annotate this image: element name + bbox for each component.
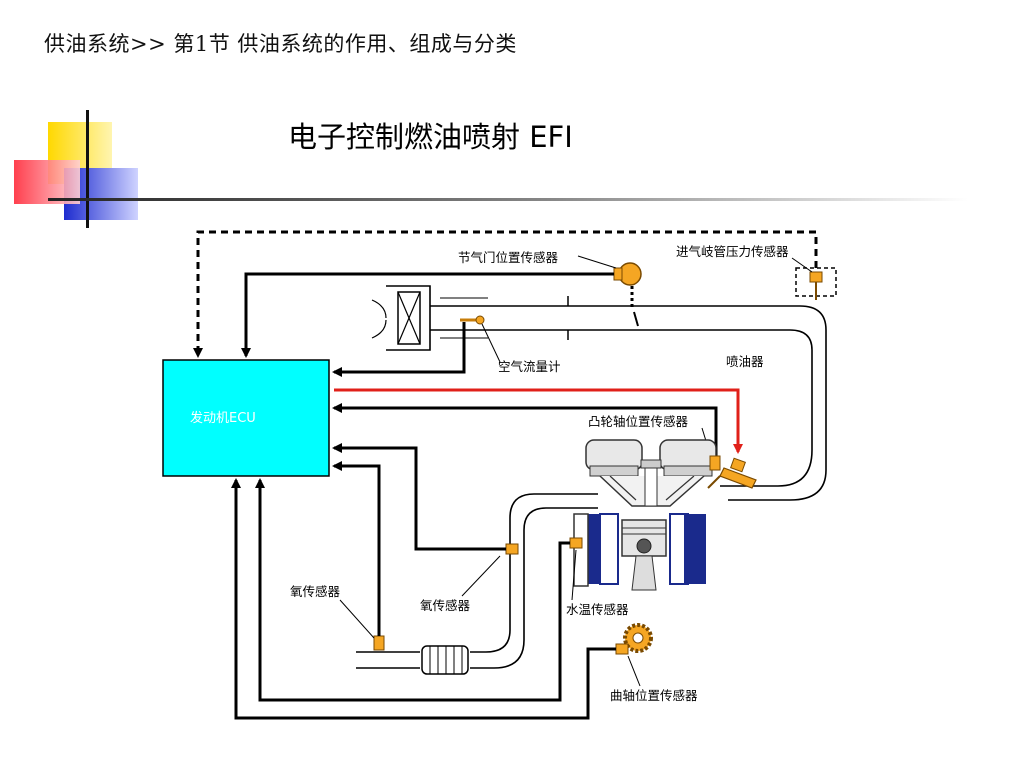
throttle-signal-line (241, 272, 614, 358)
catalytic-converter (421, 645, 469, 675)
oxygen-sensor-2-label: 氧传感器 (420, 598, 471, 613)
air-flow-meter-label: 空气流量计 (498, 359, 561, 374)
coolant-temp-sensor-icon (569, 537, 583, 549)
page-title: 电子控制燃油喷射 EFI (288, 120, 573, 154)
throttle-sensor-leader (577, 255, 617, 269)
oxygen-sensor-2-leader (461, 555, 501, 597)
ecu-label: 发动机ECU (190, 410, 256, 426)
ecu-box (162, 359, 330, 477)
oxygen-sensor-1-signal-line (332, 461, 381, 636)
camshaft-position-sensor-label: 凸轮轴位置传感器 (588, 414, 689, 429)
injector-signal-line (334, 388, 743, 454)
crankshaft-leader (627, 655, 641, 687)
coolant-temp-signal-line (255, 478, 570, 702)
oxygen-sensor-1-leader (339, 599, 375, 639)
crankshaft-signal-line (231, 478, 616, 720)
oxygen-sensor-2-icon (505, 543, 519, 555)
manifold-pressure-signal-line (193, 230, 818, 358)
deco-red-square (14, 160, 80, 204)
deco-vertical-line (86, 110, 89, 228)
crankshaft-gear-icon (623, 623, 653, 653)
crankshaft-sensor-icon (615, 643, 629, 655)
air-filter (371, 285, 431, 351)
engine (573, 439, 717, 591)
coolant-temp-sensor-label: 水温传感器 (566, 602, 629, 617)
oxygen-sensor-2-signal-line (332, 443, 506, 551)
throttle-position-sensor-label: 节气门位置传感器 (458, 250, 559, 265)
oxygen-sensor-1-label: 氧传感器 (290, 584, 341, 599)
injector-label: 喷油器 (726, 354, 764, 369)
breadcrumb: 供油系统>> 第1节 供油系统的作用、组成与分类 (44, 32, 517, 56)
exhaust-pipe (356, 493, 598, 669)
manifold-sensor-leader (791, 257, 813, 273)
manifold-pressure-sensor-icon (809, 271, 823, 300)
manifold-pressure-sensor-label: 进气岐管压力传感器 (676, 244, 789, 259)
camshaft-sensor-icon (709, 455, 721, 471)
air-flow-meter-icon (460, 315, 485, 325)
throttle-plate (633, 311, 639, 327)
injector-icon (707, 457, 757, 489)
oxygen-sensor-1-icon (373, 635, 385, 651)
air-flow-signal-line (332, 322, 466, 377)
camshaft-signal-line (332, 403, 718, 462)
intake-pipe (430, 305, 827, 501)
air-flow-leader (481, 323, 501, 363)
crankshaft-position-sensor-label: 曲轴位置传感器 (610, 688, 698, 703)
throttle-position-sensor-icon (613, 262, 642, 286)
title-ornament (14, 110, 968, 228)
deco-horizontal-line (48, 198, 968, 201)
coolant-temp-leader (571, 549, 577, 601)
